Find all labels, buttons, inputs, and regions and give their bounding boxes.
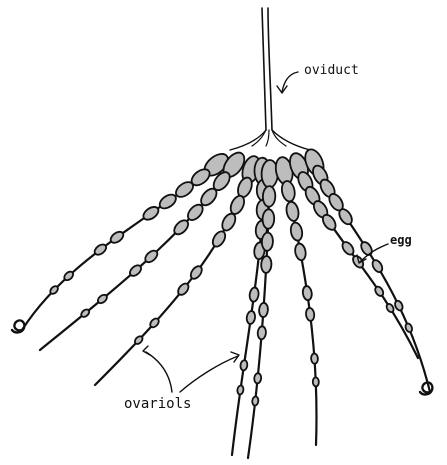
egg xyxy=(149,317,161,329)
egg xyxy=(257,326,266,340)
ovarioles-label: ovariols xyxy=(124,396,191,412)
egg xyxy=(93,242,108,256)
ovariole xyxy=(302,147,433,395)
ovariole-curl xyxy=(12,320,24,332)
egg xyxy=(262,209,274,229)
egg xyxy=(261,256,272,273)
egg xyxy=(359,240,374,257)
egg xyxy=(404,322,413,333)
egg xyxy=(313,377,319,386)
egg xyxy=(246,310,256,324)
ovariole xyxy=(40,149,249,350)
egg xyxy=(285,201,300,222)
egg xyxy=(263,186,276,207)
egg xyxy=(394,300,405,312)
egg xyxy=(133,335,144,346)
ovarioles-label-group: ovariols xyxy=(124,346,239,412)
egg xyxy=(49,285,60,296)
egg xyxy=(280,180,296,203)
oviduct xyxy=(230,8,310,150)
egg xyxy=(289,222,303,242)
egg xyxy=(259,303,269,318)
egg xyxy=(63,270,75,282)
egg xyxy=(261,232,273,251)
egg xyxy=(305,307,315,321)
ovariole-stalk xyxy=(95,160,254,385)
egg xyxy=(374,285,385,297)
egg xyxy=(294,243,307,261)
egg xyxy=(210,229,228,249)
egg xyxy=(157,192,178,211)
oviduct-label: oviduct xyxy=(304,63,359,78)
ovariole-curl xyxy=(420,382,432,394)
egg xyxy=(141,204,161,222)
ovariole xyxy=(12,150,232,333)
egg xyxy=(252,396,259,406)
egg xyxy=(237,385,244,395)
egg xyxy=(254,373,262,384)
egg xyxy=(80,308,91,318)
egg xyxy=(385,303,395,314)
egg-label: egg xyxy=(390,233,412,247)
ovarioles-group xyxy=(12,147,432,458)
egg xyxy=(371,258,385,273)
egg xyxy=(249,287,260,302)
egg xyxy=(311,353,318,364)
egg xyxy=(240,360,248,371)
oviduct-label-group: oviduct xyxy=(277,63,359,93)
egg xyxy=(302,285,313,300)
egg xyxy=(96,293,108,305)
